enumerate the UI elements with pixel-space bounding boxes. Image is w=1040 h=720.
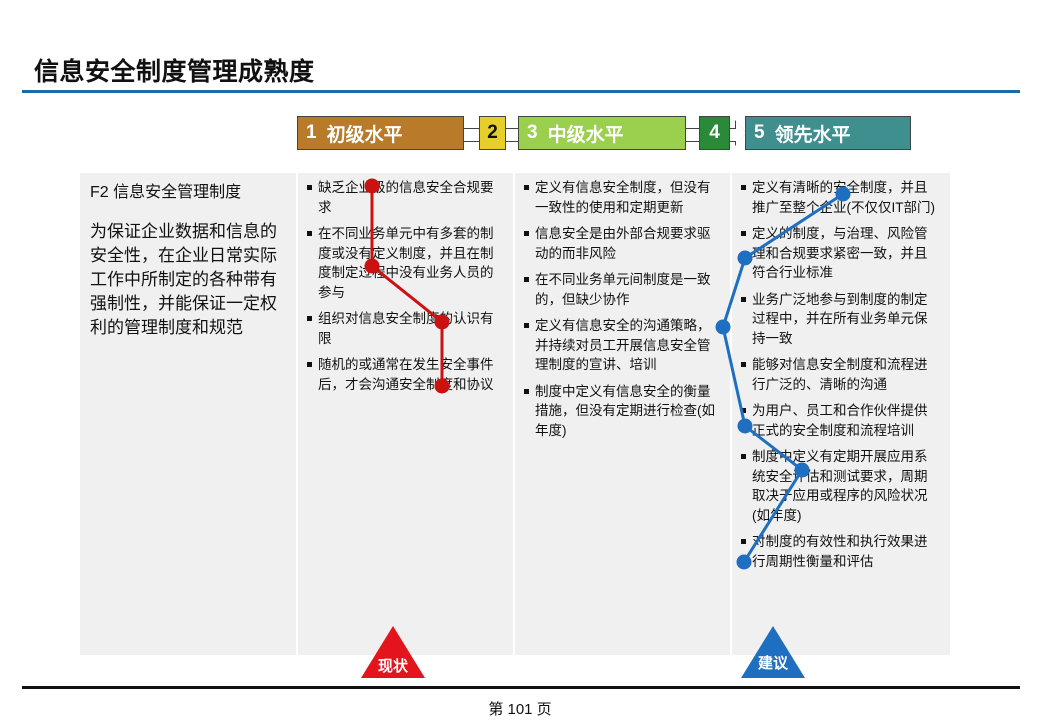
- level-4-number: 4: [709, 122, 720, 143]
- level-connector-3: [686, 128, 699, 142]
- level-connector-2: [506, 128, 518, 142]
- description-panel: [80, 173, 296, 655]
- leading-level-column: 定义有清晰的安全制度，并且推广至整个企业(不仅仅IT部门) 定义的制度，与治理、…: [740, 178, 938, 578]
- level-1-number: 1: [306, 122, 317, 143]
- level-4-box: 4: [699, 116, 730, 150]
- page-title: 信息安全制度管理成熟度: [34, 58, 315, 86]
- topic-description: 为保证企业数据和信息的安全性，在企业日常实际工作中所制定的各种带有强制性，并能保…: [90, 222, 277, 337]
- intermediate-level-column: 定义有信息安全制度，但没有一致性的使用和定期更新 信息安全是由外部合规要求驱动的…: [523, 178, 719, 447]
- list-item: 在不同业务单元间制度是一致的，但缺少协作: [523, 270, 719, 309]
- level-connector-4: [730, 128, 738, 142]
- level-arrow-head: [736, 121, 746, 145]
- list-item: 对制度的有效性和执行效果进行周期性衡量和评估: [740, 532, 938, 571]
- level-2-box: 2: [479, 116, 506, 150]
- list-item: 定义有信息安全的沟通策略，并持续对员工开展信息安全管理制度的宣讲、培训: [523, 316, 719, 375]
- list-item: 信息安全是由外部合规要求驱动的而非风险: [523, 224, 719, 263]
- topic-heading: F2 信息安全管理制度: [90, 184, 242, 201]
- level-5-number: 5: [754, 122, 765, 143]
- list-item: 定义有信息安全制度，但没有一致性的使用和定期更新: [523, 178, 719, 217]
- level-2-number: 2: [487, 122, 498, 143]
- level-3-label: 中级水平: [547, 124, 624, 146]
- list-item: 业务广泛地参与到制度的制定过程中，并在所有业务单元保持一致: [740, 290, 938, 349]
- footer-divider: [22, 686, 1020, 689]
- initial-level-column: 缺乏企业级的信息安全合规要求 在不同业务单元中有多套的制度或没有定义制度，并且在…: [306, 178, 502, 401]
- level-5-box: 5 领先水平: [745, 116, 911, 150]
- level-3-box: 3 中级水平: [518, 116, 686, 150]
- intermediate-level-panel: [515, 173, 730, 655]
- list-item: 在不同业务单元中有多套的制度或没有定义制度，并且在制度制定过程中没有业务人员的参…: [306, 224, 502, 302]
- list-item: 为用户、员工和合作伙伴提供正式的安全制度和流程培训: [740, 401, 938, 440]
- level-1-box: 1 初级水平: [297, 116, 464, 150]
- current-marker-label: 现状: [377, 658, 408, 675]
- level-5-label: 领先水平: [774, 124, 851, 146]
- list-item: 定义的制度，与治理、风险管理和合规要求紧密一致，并且符合行业标准: [740, 224, 938, 283]
- list-item: 组织对信息安全制度的认识有限: [306, 309, 502, 348]
- list-item: 能够对信息安全制度和流程进行广泛的、清晰的沟通: [740, 355, 938, 394]
- list-item: 定义有清晰的安全制度，并且推广至整个企业(不仅仅IT部门): [740, 178, 938, 217]
- list-item: 随机的或通常在发生安全事件后，才会沟通安全制度和协议: [306, 355, 502, 394]
- list-item: 制度中定义有定期开展应用系统安全评估和测试要求，周期取决于应用或程序的风险状况(…: [740, 447, 938, 525]
- level-connector-1: [464, 128, 479, 142]
- list-item: 制度中定义有信息安全的衡量措施，但没有定期进行检查(如年度): [523, 382, 719, 441]
- recommended-marker-label: 建议: [757, 655, 788, 672]
- list-item: 缺乏企业级的信息安全合规要求: [306, 178, 502, 217]
- page-number: 第 101 页: [488, 701, 552, 718]
- title-divider: [22, 90, 1020, 93]
- level-1-label: 初级水平: [326, 124, 403, 146]
- level-3-number: 3: [527, 122, 538, 143]
